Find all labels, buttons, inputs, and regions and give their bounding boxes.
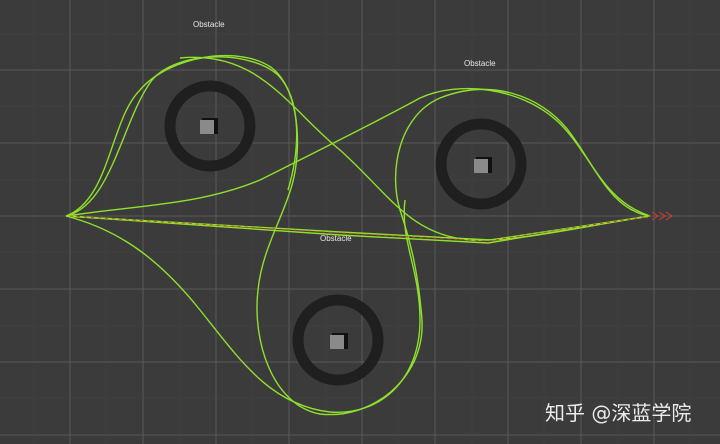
path-lower-loop bbox=[65, 199, 421, 413]
square-marker-icon bbox=[330, 333, 348, 349]
obstacle-label-top-left: Obstacle bbox=[193, 20, 225, 29]
square-marker-icon bbox=[200, 118, 218, 134]
obstacle-top-left[interactable] bbox=[164, 80, 256, 172]
obstacle-label-top-right: Obstacle bbox=[464, 59, 496, 68]
path-cross-right bbox=[65, 87, 651, 217]
planned-paths bbox=[65, 54, 651, 416]
arrow-icon bbox=[651, 211, 673, 221]
square-marker-icon bbox=[474, 157, 492, 173]
obstacle-label-center: Obstacle bbox=[320, 234, 352, 243]
path-top-loop-inner bbox=[65, 56, 298, 217]
direct-route bbox=[69, 211, 673, 242]
path-top-loop bbox=[65, 54, 651, 416]
watermark-text: 知乎 @深蓝学院 bbox=[545, 401, 691, 425]
obstacle-top-right[interactable] bbox=[435, 118, 527, 210]
obstacle-bottom[interactable] bbox=[292, 294, 384, 386]
path-straight-bottom bbox=[65, 215, 651, 244]
